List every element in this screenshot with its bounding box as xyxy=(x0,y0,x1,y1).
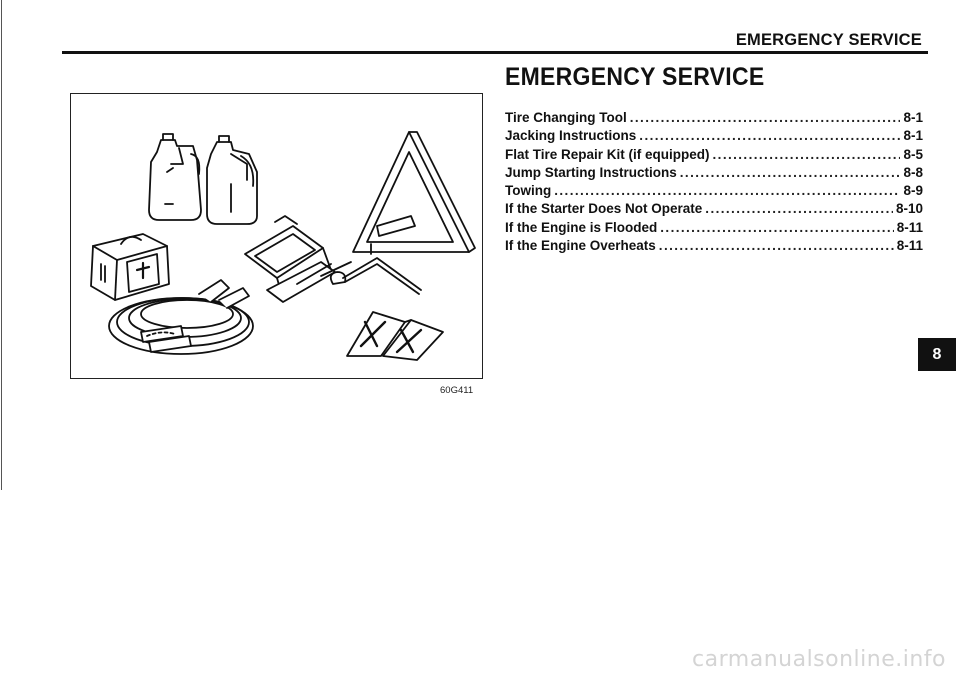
toc-page: 8-1 xyxy=(903,110,923,125)
section-title: EMERGENCY SERVICE xyxy=(505,63,765,91)
toc-leader: ........................................… xyxy=(554,183,900,199)
toc-leader: ........................................… xyxy=(629,110,901,125)
toc-page: 8-5 xyxy=(903,146,923,162)
toc-page: 8-11 xyxy=(896,219,923,235)
toc-label: If the Engine is Flooded xyxy=(505,219,658,235)
toc-page: 8-10 xyxy=(895,201,923,217)
toc-entry-towing[interactable]: Towing .................................… xyxy=(505,183,923,201)
header-rule xyxy=(62,51,928,54)
toc-page: 8-11 xyxy=(896,238,923,254)
toc-leader: ........................................… xyxy=(660,219,893,235)
toc-entry-engine-overheats[interactable]: If the Engine Overheats ................… xyxy=(505,238,923,256)
toc-leader: ........................................… xyxy=(679,164,901,180)
toc-leader: ........................................… xyxy=(705,201,893,217)
jumper-cables-icon xyxy=(108,279,254,355)
chapter-tab[interactable]: 8 xyxy=(918,338,956,371)
toc-label: Jacking Instructions xyxy=(505,128,637,144)
page-edge-rule xyxy=(1,0,2,490)
toc-page: 8-8 xyxy=(903,164,923,180)
wheel-chocks-icon xyxy=(346,311,444,361)
toc-leader: ........................................… xyxy=(712,146,901,162)
toc-label: Tire Changing Tool xyxy=(505,110,627,125)
toc-page: 8-9 xyxy=(903,183,923,199)
toc-entry-engine-flooded[interactable]: If the Engine is Flooded ...............… xyxy=(505,220,923,238)
toc-label: If the Engine Overheats xyxy=(505,238,656,254)
fluid-bottle-icon xyxy=(148,133,202,221)
fluid-jug-icon xyxy=(206,135,258,225)
toc-entry-jump-starting-instructions[interactable]: Jump Starting Instructions .............… xyxy=(505,165,923,183)
scissor-jack-icon xyxy=(244,215,352,303)
toc-label: If the Starter Does Not Operate xyxy=(505,201,703,217)
toc-entry-flat-tire-repair-kit[interactable]: Flat Tire Repair Kit (if equipped) .....… xyxy=(505,147,923,165)
jack-handle-icon xyxy=(296,257,422,295)
toc-leader: ........................................… xyxy=(639,128,901,144)
warning-triangle-icon xyxy=(352,131,476,255)
toc-label: Towing xyxy=(505,183,552,199)
table-of-contents: Tire Changing Tool .....................… xyxy=(505,110,923,256)
toc-entry-starter-does-not-operate[interactable]: If the Starter Does Not Operate ........… xyxy=(505,201,923,219)
first-aid-kit-icon xyxy=(90,233,170,301)
toc-label: Flat Tire Repair Kit (if equipped) xyxy=(505,146,710,162)
figure-code: 60G411 xyxy=(440,385,474,396)
toc-label: Jump Starting Instructions xyxy=(505,164,677,180)
emergency-tools-illustration xyxy=(90,131,476,361)
watermark: carmanualsonline.info xyxy=(692,647,946,672)
toc-entry-tire-changing-tool[interactable]: Tire Changing Tool .....................… xyxy=(505,110,923,128)
running-header: EMERGENCY SERVICE xyxy=(735,31,922,49)
emergency-tools-figure xyxy=(70,93,483,379)
toc-entry-jacking-instructions[interactable]: Jacking Instructions ...................… xyxy=(505,128,923,146)
toc-leader: ........................................… xyxy=(658,238,894,254)
toc-page: 8-1 xyxy=(903,128,923,144)
